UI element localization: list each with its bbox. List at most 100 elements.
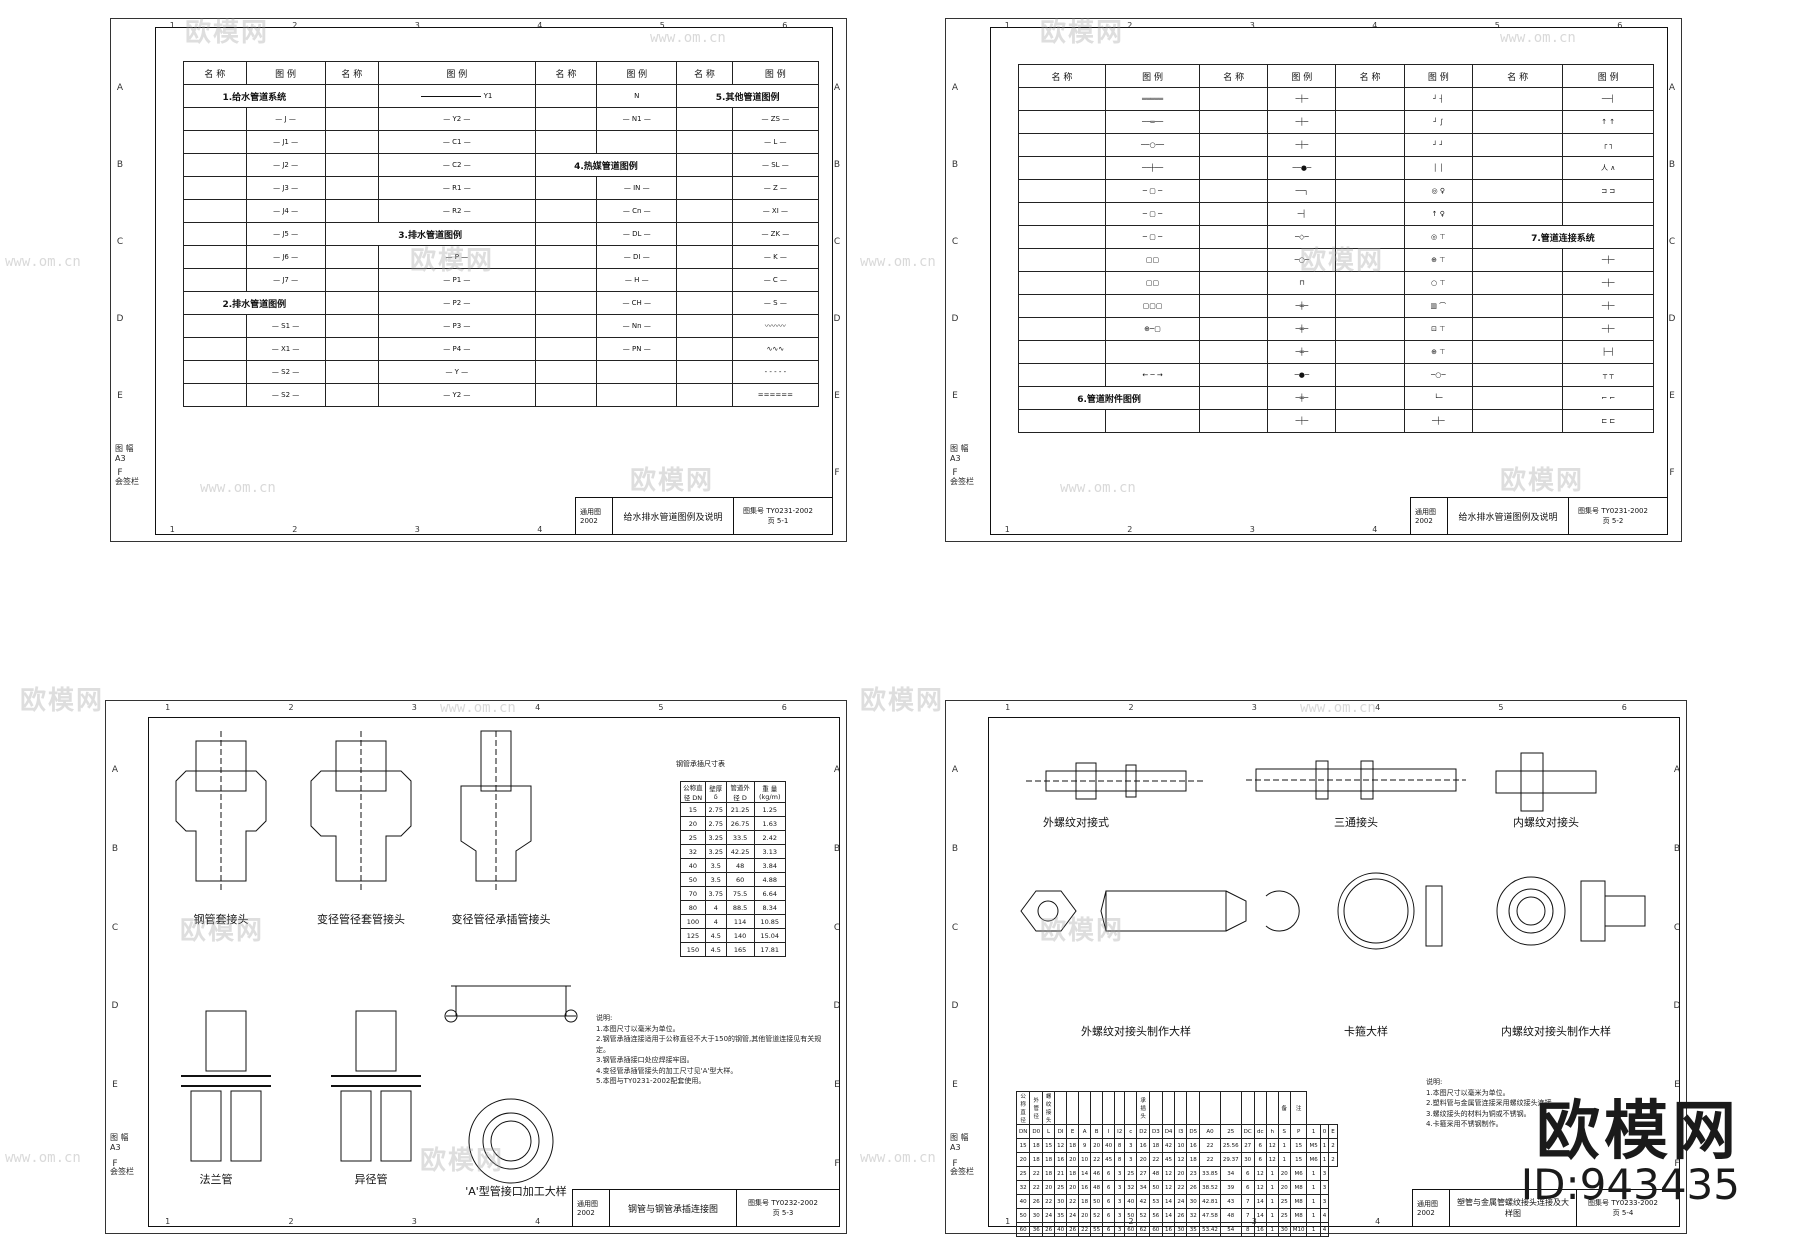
spec-cell: DN [1015,1124,1031,1139]
spec-cell [1054,1091,1068,1125]
spec-cell: 7 [1240,1194,1255,1209]
spec-cell: 14 [1161,1208,1176,1223]
spec-cell: 20 [1277,1180,1291,1195]
spec-cell: 30 [1240,1152,1255,1167]
spec-cell: 20 [1174,1166,1188,1181]
spec-cell: 52 [1090,1208,1104,1223]
plastic-metal-joint-drawings [1020,752,1646,950]
spec-cell [1240,1091,1255,1125]
legend-table-2: 名 称图 例 名 称图 例 名 称图 例 名 称图 例 ═════─┼─┘ ┤─… [1017,64,1655,433]
spec-cell: 27 [1240,1138,1255,1153]
spec-cell: 1 [1265,1166,1279,1181]
spec-cell: 26 [1066,1222,1080,1237]
spec-cell: 45 [1102,1152,1116,1167]
spec-cell: 22 [1078,1222,1092,1237]
spec-cell: 18 [1042,1152,1056,1167]
spec-cell: 20 [1066,1180,1080,1195]
spec-cell: 20 [1136,1152,1150,1167]
spec-cell: 3 [1114,1180,1126,1195]
spec-cell: 12 [1265,1138,1279,1153]
spec-cell: 24 [1066,1208,1080,1223]
spec-cell: 14 [1253,1194,1267,1209]
spec-cell: 22 [1090,1152,1104,1167]
spec-cell: 60 [1124,1222,1138,1237]
spec-cell: I [1102,1124,1116,1139]
spec-cell: 1 [1277,1138,1291,1153]
spec-cell: 3 [1114,1222,1126,1237]
spec-cell: DI [1054,1124,1068,1139]
spec-cell: 15 [1289,1138,1308,1153]
spec-cell: M5 [1306,1138,1321,1153]
spec-cell: 8 [1240,1222,1255,1237]
spec-cell: 18 [1186,1152,1201,1167]
spec-cell: 25.56 [1219,1138,1242,1153]
spec-cell: 39 [1219,1180,1242,1195]
spec-cell: 22 [1029,1166,1044,1181]
spec-cell: B [1090,1124,1104,1139]
spec-cell: 1 [1319,1138,1330,1153]
spec-cell: 3 [1319,1166,1330,1181]
spec-cell: 20 [1090,1138,1104,1153]
spec-cell: 50 [1090,1194,1104,1209]
spec-cell: 3 [1319,1180,1330,1195]
countersign-label: 会签栏 [115,477,139,486]
spec-cell: 1 [1265,1208,1279,1223]
caption-external-thread-detail: 外螺纹对接头制作大样 [1081,1025,1191,1038]
spec-cell: 48 [1219,1208,1242,1223]
spec-cell: 18 [1066,1166,1080,1181]
spec-cell: 46 [1090,1166,1104,1181]
spec-cell: 25 [1054,1180,1068,1195]
spec-cell: c [1124,1124,1138,1139]
spec-cell: 45 [1161,1152,1176,1167]
spec-cell [1078,1091,1092,1125]
spec-cell: 27 [1136,1166,1150,1181]
spec-cell: 6 [1240,1180,1255,1195]
spec-cell: 30 [1029,1208,1044,1223]
spec-cell: 15 [1042,1138,1056,1153]
caption-tee-joint: 三通接头 [1334,816,1378,829]
spec-cell: 12 [1253,1180,1267,1195]
spec-cell: 20 [1078,1208,1092,1223]
spec-cell: M8 [1289,1194,1308,1209]
title-block: 通用图 2002 给水排水管道图例及说明 图集号 TY0231-2002 页 5… [575,497,833,535]
spec-cell: 50 [1124,1208,1138,1223]
spec-cell: 23 [1186,1166,1201,1181]
spec-cell: 30 [1277,1222,1291,1237]
spec-cell: 36 [1029,1222,1044,1237]
spec-cell: 12 [1265,1152,1279,1167]
spec-cell: 32 [1015,1180,1031,1195]
spec-cell: A0 [1199,1124,1221,1139]
spec-cell: 20 [1015,1152,1031,1167]
spec-cell: 60 [1148,1222,1163,1237]
spec-cell: 22 [1066,1194,1080,1209]
notes-block: 说明: 1.本图尺寸以毫米为单位。 2.钢管承插连接适用于公称直径不大于150的… [596,1014,822,1085]
spec-cell: 50 [1015,1208,1031,1223]
spec-cell: 6 [1253,1138,1267,1153]
spec-cell: 4 [1319,1208,1330,1223]
spec-cell [1265,1091,1279,1125]
spec-cell: 12 [1253,1166,1267,1181]
spec-cell: 20 [1066,1152,1080,1167]
spec-cell: 18 [1042,1166,1056,1181]
watermark-url: www.om.cn [5,254,81,270]
spec-cell: 16 [1186,1138,1201,1153]
spec-cell: 1 [1306,1222,1321,1237]
spec-cell: 26 [1042,1222,1056,1237]
spec-cell: 8 [1114,1152,1126,1167]
spec-cell: 14 [1161,1194,1176,1209]
spec-cell: M10 [1289,1222,1308,1237]
spec-cell: 10 [1078,1152,1092,1167]
spec-cell: 1 [1306,1194,1321,1209]
spec-cell: 42.81 [1199,1194,1221,1209]
spec-cell: 外管径 [1029,1091,1044,1125]
spec-cell: M8 [1289,1180,1308,1195]
countersign-label: 会签栏 [950,1167,974,1176]
spec-cell: 12 [1161,1166,1176,1181]
spec-cell [1102,1091,1116,1125]
